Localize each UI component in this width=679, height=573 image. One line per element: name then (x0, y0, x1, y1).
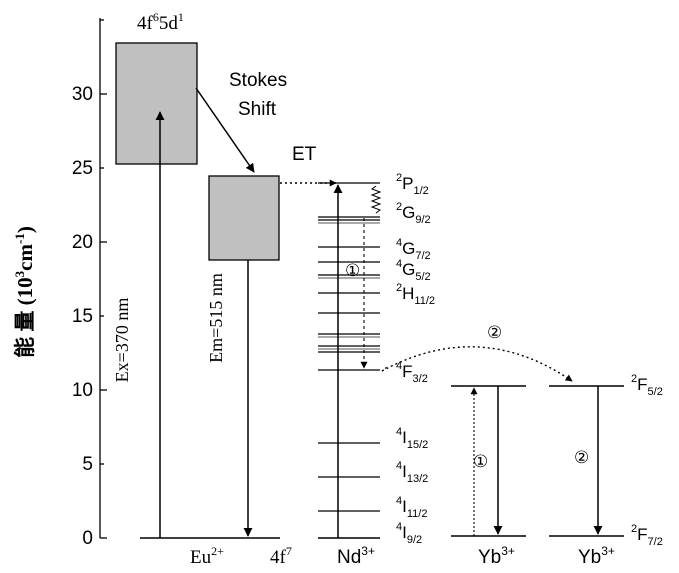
eu-5d-band-relaxed (209, 176, 279, 260)
eu-ion-label: Eu2+ (190, 544, 224, 568)
y-tick-label: 15 (72, 306, 93, 327)
nd-ion-label: Nd3+ (337, 544, 375, 568)
y-tick-label: 10 (72, 380, 93, 401)
yb-ground-label: 2F7/2 (631, 523, 663, 548)
y-tick-label: 30 (72, 84, 93, 105)
y-axis-ticks (100, 20, 107, 538)
nd-level-label: 4F3/2 (396, 360, 428, 385)
nd-level-label: 2G9/2 (396, 201, 431, 226)
nd-wavy-relaxation (372, 186, 380, 213)
et-label: ET (292, 144, 317, 165)
y-tick-label: 20 (72, 232, 93, 253)
yb-2-ion-label: Yb3+ (578, 544, 615, 568)
stokes-shift-label-1: Stokes (229, 70, 287, 91)
path-2-marker-yb: ② (574, 448, 589, 467)
y-axis-label: 能 量 (103cm-1) (12, 226, 37, 358)
nd-level-label: 4I13/2 (396, 460, 428, 485)
path-2-marker-top: ② (487, 323, 502, 342)
nd-level-label: 2H11/2 (396, 282, 435, 307)
y-tick-label: 5 (82, 454, 93, 475)
path-1-marker-nd: ① (345, 261, 360, 280)
nd-level-label: 4I9/2 (396, 521, 422, 546)
eu-upper-band-label: 4f65d1 (137, 10, 184, 34)
nd-level-label: 2P1/2 (396, 172, 429, 197)
excitation-label: Ex=370 nm (112, 298, 132, 383)
path-1-marker-yb: ① (473, 452, 488, 471)
eu-5d-band-upper (116, 43, 197, 164)
emission-label: Em=515 nm (206, 273, 226, 363)
nd-level-label: 4I15/2 (396, 426, 428, 451)
y-tick-label: 25 (72, 158, 93, 179)
nd-level-label: 4I11/2 (396, 495, 427, 520)
nd-levels (318, 183, 380, 538)
yb-1-ion-label: Yb3+ (478, 544, 515, 568)
stokes-shift-label-2: Shift (238, 99, 277, 120)
yb-excited-label: 2F5/2 (631, 373, 663, 398)
y-tick-label: 0 (82, 528, 93, 549)
eu-ground-label: 4f7 (270, 544, 292, 568)
